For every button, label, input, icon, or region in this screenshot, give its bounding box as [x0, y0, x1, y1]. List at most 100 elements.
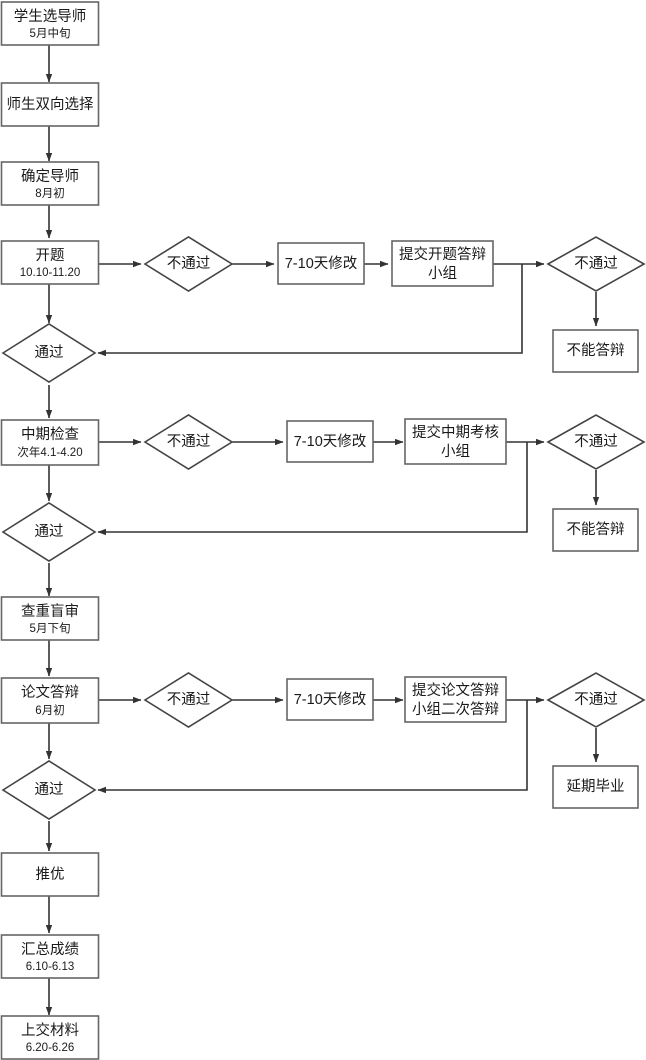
- node-label: 不通过: [574, 433, 618, 450]
- node-plagiarism-blind-review[interactable]: 查重盲审 5月下旬: [0, 596, 100, 641]
- node-confirm-advisor[interactable]: 确定导师 8月初: [0, 161, 100, 206]
- node-box-shape: [552, 329, 639, 373]
- node-label: 提交开题答辩: [399, 245, 486, 263]
- node-two-way-selection[interactable]: 师生双向选择: [0, 82, 100, 127]
- node-label: 不通过: [167, 691, 211, 708]
- node-midterm-revise[interactable]: 7-10天修改: [286, 420, 374, 463]
- node-box-shape: [404, 676, 507, 723]
- node-sublabel: 10.10-11.20: [20, 267, 81, 279]
- node-label: 通过: [35, 781, 64, 798]
- connectors: [45, 45, 600, 1016]
- node-sublabel: 小组二次答辩: [412, 701, 499, 718]
- node-sublabel: 6月初: [35, 703, 64, 717]
- node-midterm-submit[interactable]: 提交中期考核 小组: [404, 418, 507, 465]
- node-box-shape: [0, 852, 100, 897]
- node-midterm-fail[interactable]: 不通过: [143, 414, 234, 470]
- conn-defense-submit-back-to-pass: [97, 700, 528, 794]
- node-box-shape: [0, 1015, 100, 1060]
- node-thesis-defense[interactable]: 论文答辩 6月初: [0, 677, 100, 724]
- node-label: 提交中期考核: [412, 423, 499, 441]
- node-label: 开题: [36, 248, 65, 264]
- node-midterm[interactable]: 中期检查 次年4.1-4.20: [0, 419, 100, 466]
- node-box-shape: [286, 420, 374, 463]
- node-label: 7-10天修改: [285, 255, 358, 272]
- node-label: 不通过: [167, 255, 211, 272]
- node-box-shape: [404, 418, 507, 465]
- node-diamond-shape: [1, 502, 97, 562]
- node-defense-revise[interactable]: 7-10天修改: [286, 678, 374, 721]
- node-box-shape: [552, 765, 639, 809]
- conn-submit-back-to-pass: [97, 264, 523, 357]
- node-label: 中期检查: [21, 426, 79, 443]
- node-proposal-fail2[interactable]: 不通过: [546, 236, 646, 292]
- node-box-shape: [552, 508, 639, 552]
- node-sublabel: 次年4.1-4.20: [17, 445, 82, 459]
- node-label: 延期毕业: [567, 778, 625, 795]
- node-sublabel: 5月下旬: [30, 622, 71, 635]
- node-sublabel: 5月中旬: [30, 27, 71, 40]
- node-label: 查重盲审: [21, 603, 79, 620]
- node-diamond-shape: [546, 414, 646, 470]
- node-label: 7-10天修改: [294, 433, 367, 450]
- node-proposal-fail[interactable]: 不通过: [143, 236, 234, 292]
- node-box-shape: [0, 82, 100, 127]
- node-box-shape: [0, 419, 100, 466]
- node-label: 学生选导师: [14, 8, 87, 25]
- node-submit-materials[interactable]: 上交材料 6.20-6.26: [0, 1015, 100, 1060]
- node-diamond-shape: [1, 760, 97, 820]
- node-defense-fail[interactable]: 不通过: [143, 672, 234, 728]
- node-label: 提交论文答辩: [412, 681, 499, 699]
- node-label: 通过: [35, 344, 64, 361]
- node-box-shape: [0, 1, 100, 46]
- node-recommend[interactable]: 推优: [0, 852, 100, 897]
- node-proposal-revise[interactable]: 7-10天修改: [277, 242, 365, 285]
- node-box-shape: [0, 677, 100, 724]
- node-midterm-fail2[interactable]: 不通过: [546, 414, 646, 470]
- node-label: 推优: [36, 866, 65, 883]
- node-label: 7-10天修改: [294, 691, 367, 708]
- node-defense-pass[interactable]: 通过: [1, 760, 97, 820]
- node-label: 不能答辩: [567, 342, 625, 359]
- node-proposal[interactable]: 开题 10.10-11.20: [0, 240, 100, 285]
- node-box-shape: [0, 596, 100, 641]
- node-label: 不通过: [167, 433, 211, 450]
- node-label: 师生双向选择: [7, 96, 94, 113]
- node-label: 不通过: [574, 691, 618, 708]
- node-sublabel: 6.10-6.13: [26, 961, 75, 973]
- node-box-shape: [0, 161, 100, 206]
- node-label: 论文答辩: [21, 684, 79, 701]
- node-proposal-pass[interactable]: 通过: [1, 323, 97, 383]
- node-delayed-graduation[interactable]: 延期毕业: [552, 765, 639, 809]
- node-label: 不通过: [574, 255, 618, 272]
- node-sublabel: 8月初: [35, 186, 64, 200]
- node-sublabel: 小组: [428, 265, 457, 282]
- node-midterm-no-defense[interactable]: 不能答辩: [552, 508, 639, 552]
- conn-midterm-submit-back-to-pass: [97, 442, 528, 536]
- node-proposal-no-defense[interactable]: 不能答辩: [552, 329, 639, 373]
- node-box-shape: [0, 240, 100, 285]
- node-diamond-shape: [143, 672, 234, 728]
- node-box-shape: [391, 240, 494, 287]
- node-diamond-shape: [143, 236, 234, 292]
- node-proposal-submit[interactable]: 提交开题答辩 小组: [391, 240, 494, 287]
- node-label: 汇总成绩: [21, 941, 79, 958]
- node-label: 确定导师: [21, 168, 79, 185]
- node-box-shape: [0, 934, 100, 979]
- node-summarize-grades[interactable]: 汇总成绩 6.10-6.13: [0, 934, 100, 979]
- node-box-shape: [277, 242, 365, 285]
- node-sublabel: 6.20-6.26: [26, 1042, 75, 1054]
- node-sublabel: 小组: [441, 443, 470, 460]
- node-defense-fail2[interactable]: 不通过: [546, 672, 646, 728]
- node-diamond-shape: [546, 672, 646, 728]
- node-defense-submit[interactable]: 提交论文答辩 小组二次答辩: [404, 676, 507, 723]
- node-box-shape: [286, 678, 374, 721]
- node-midterm-pass[interactable]: 通过: [1, 502, 97, 562]
- node-diamond-shape: [143, 414, 234, 470]
- node-label: 上交材料: [21, 1021, 79, 1039]
- node-label: 通过: [35, 523, 64, 540]
- node-diamond-shape: [1, 323, 97, 383]
- node-student-select-advisor[interactable]: 学生选导师 5月中旬: [0, 1, 100, 46]
- node-diamond-shape: [546, 236, 646, 292]
